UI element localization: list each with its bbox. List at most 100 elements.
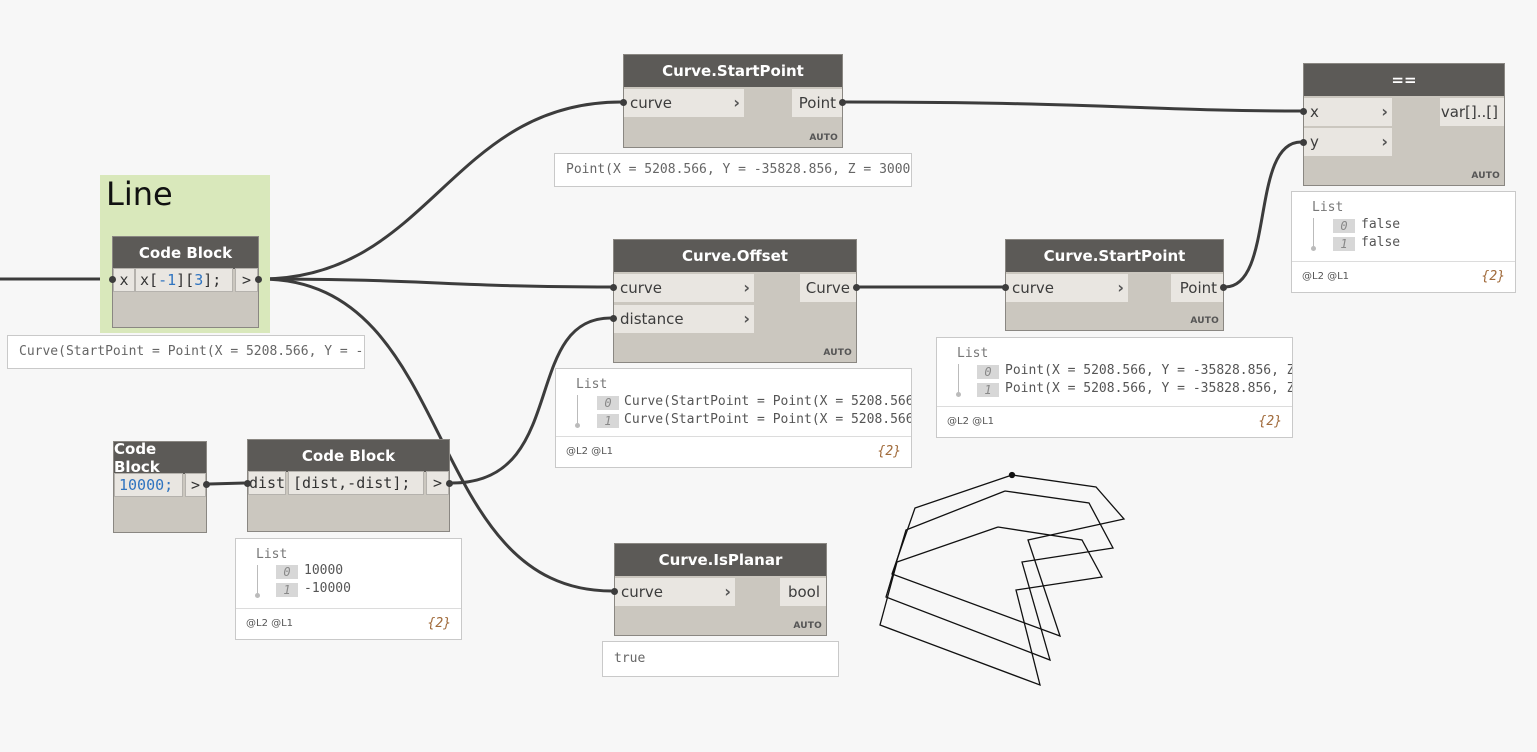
list-tree-dot [956,392,961,397]
code-editor[interactable]: [dist,-dist]; [288,471,424,495]
list-title: List [576,377,608,392]
wire-num-to-dist [208,481,246,486]
output-port-dot[interactable] [839,99,846,106]
output-port-point[interactable]: Point [1171,274,1223,302]
output-port-dot[interactable] [255,276,262,283]
preview-isplanar: true [602,641,839,677]
list-count: {2} [1258,414,1282,429]
lacing-label[interactable]: AUTO [1190,316,1219,326]
port-label: curve [620,279,663,297]
node-curve-startpoint-top[interactable]: Curve.StartPoint curve › Point AUTO [620,54,846,148]
node-code-block-number[interactable]: Code Block 10000; > [113,440,210,533]
preview-startpoint-top: Point(X = 5208.566, Y = -35828.856, Z = … [554,153,912,187]
list-tree-line [257,565,258,595]
node-curve-startpoint-second[interactable]: Curve.StartPoint curve › Point AUTO [1002,239,1227,331]
preview-offset-list: List 0 Curve(StartPoint = Point(X = 5208… [555,368,912,468]
output-port[interactable]: > [426,471,449,495]
wire-startpoint2-to-eq-y [1224,140,1302,289]
port-label: curve [1012,279,1055,297]
list-levels: @L2 @L1 [566,446,614,457]
list-tree-line [577,395,578,425]
input-port-x[interactable]: x [113,268,135,292]
node-equals[interactable]: == x › y › var[]..[] AUTO [1300,63,1505,186]
input-port-curve[interactable]: curve › [615,578,735,606]
chevron-right-icon: › [1381,132,1388,151]
output-port-curve[interactable]: Curve [800,274,856,302]
input-port-dot[interactable] [610,284,617,291]
node-title: Curve.StartPoint [624,55,842,87]
list-index: 1 [597,414,619,428]
lacing-label[interactable]: AUTO [793,621,822,631]
chevron-right-icon: › [743,278,750,297]
code-editor[interactable]: 10000; [114,473,183,497]
code-editor[interactable]: x[-1][3]; [135,268,233,292]
input-port-dot[interactable] [610,315,617,322]
input-port-distance[interactable]: distance › [614,305,754,333]
list-value: 10000 [304,563,344,578]
port-label: Point [798,94,836,112]
code-token: ]; [203,271,222,289]
node-title: Code Block [113,237,258,269]
node-code-block-main[interactable]: Code Block x x[-1][3]; > [109,236,262,328]
preview-text: Curve(StartPoint = Point(X = 5208.566, Y… [19,344,364,359]
input-port-x[interactable]: x › [1304,98,1392,126]
list-index: 0 [276,565,298,579]
chevron-right-icon: › [1381,102,1388,121]
input-port-dot[interactable] [611,588,618,595]
input-port-dot[interactable] [1300,139,1307,146]
input-port-dot[interactable] [620,99,627,106]
geometry-preview [879,471,1126,687]
wire-dist-to-offset [451,316,612,485]
port-label: x [1310,103,1319,121]
list-value: false [1361,235,1401,250]
list-levels: @L2 @L1 [246,618,294,629]
output-port-dot[interactable] [1220,284,1227,291]
node-code-block-dist[interactable]: Code Block dist [dist,-dist]; > [244,439,453,532]
port-label: var[]..[] [1440,103,1498,121]
list-value: Curve(StartPoint = Point(X = 5208.566 [624,412,912,427]
port-label: Point [1179,279,1217,297]
list-index: 0 [597,396,619,410]
input-port-curve[interactable]: curve › [1006,274,1128,302]
list-title: List [957,346,989,361]
output-port-result[interactable]: var[]..[] [1440,98,1504,126]
output-port-bool[interactable]: bool [780,578,826,606]
list-value: -10000 [304,581,351,596]
code-token: ][ [176,271,195,289]
list-levels: @L2 @L1 [947,416,995,427]
lacing-label[interactable]: AUTO [1471,171,1500,181]
output-port-dot[interactable] [853,284,860,291]
lacing-label[interactable]: AUTO [823,348,852,358]
output-port-dot[interactable] [203,481,210,488]
output-port-dot[interactable] [446,480,453,487]
list-index: 1 [1333,237,1355,251]
wire-codeblock-to-isplanar [260,277,613,593]
node-curve-isplanar[interactable]: Curve.IsPlanar curve › bool AUTO [611,543,827,636]
input-port-dot[interactable] [244,480,251,487]
input-port-dot[interactable] [1002,284,1009,291]
list-footer: @L2 @L1 {2} [556,436,911,467]
list-count: {2} [1481,269,1505,284]
list-count: {2} [877,444,901,459]
input-port-curve[interactable]: curve › [614,274,754,302]
wire-codeblock-to-startpoint [260,100,622,281]
lacing-label[interactable]: AUTO [809,133,838,143]
input-port-curve[interactable]: curve › [624,89,744,117]
output-port-point[interactable]: Point [792,89,842,117]
node-curve-offset[interactable]: Curve.Offset curve › distance › Curve AU… [610,239,860,363]
group-title: Line [106,175,173,213]
input-port-y[interactable]: y › [1304,128,1392,156]
wire-startpoint-to-eq-x [844,100,1302,113]
list-footer: @L2 @L1 {2} [937,406,1292,437]
code-number: 3 [194,271,204,289]
input-port-dist[interactable]: dist [248,471,286,495]
input-port-dot[interactable] [1300,108,1307,115]
list-levels: @L2 @L1 [1302,271,1350,282]
list-value: Point(X = 5208.566, Y = -35828.856, Z [1005,363,1293,378]
chevron-right-icon: › [1117,278,1124,297]
list-value: false [1361,217,1401,232]
chevron-right-icon: › [733,93,740,112]
wire-codeblock-to-offset [260,277,612,289]
preview-text: true [614,651,646,666]
input-port-dot[interactable] [109,276,116,283]
